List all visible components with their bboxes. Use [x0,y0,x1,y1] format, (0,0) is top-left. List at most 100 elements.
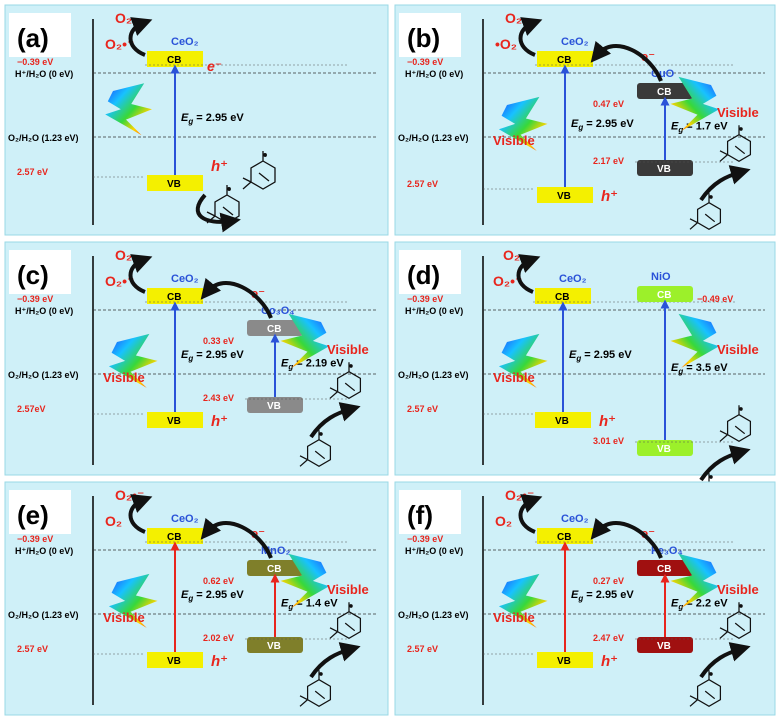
partner-vb-band [637,440,693,456]
oxidation-arrow [699,642,751,679]
o2-potential-label: O₂/H₂O (1.23 eV) [398,370,469,380]
pinene-molecule-icon [719,405,752,443]
radical-dot [709,195,713,199]
partner-cb-energy: 0.27 eV [593,576,624,586]
ceo2-cb-label: CB [557,55,571,66]
visible-left-label: Visible [103,370,145,385]
o2-top-label: O₂ [115,247,132,263]
partner-vb-label: VB [267,641,281,652]
partner-bandgap-label: Eg = 1.4 eV [281,598,338,612]
partner-vb-band [637,160,693,176]
pinene-molecule-icon [242,151,276,190]
ceo2-vb-energy: 2.57 eV [17,167,48,177]
partner-cb-band [637,83,693,99]
panel-b: (b)H⁺/H₂O (0 eV)O₂/H₂O (1.23 eV)CeO₂CB−0… [394,4,776,236]
partner-vb-energy: 2.47 eV [593,633,624,643]
panel-letter: (e) [17,500,49,530]
oxidation-arrow [309,642,361,679]
h-potential-label: H⁺/H₂O (0 eV) [15,306,73,316]
partner-cb-energy: −0.49 eV [697,294,733,304]
electron-transfer-arrow [200,277,273,319]
o2-reduction-arrow [518,17,543,57]
ceo2-bandgap-label: Eg = 2.95 eV [181,589,244,603]
h-potential-label: H⁺/H₂O (0 eV) [405,306,463,316]
lightning-icon [280,553,330,608]
ceo2-cb-band [147,288,203,304]
ceo2-name: CeO₂ [171,36,199,48]
partner-vb-label: VB [267,401,281,412]
panel-letter-box [9,490,71,534]
partner-cb-energy: 0.33 eV [203,336,234,346]
ceo2-vb-band [535,412,591,428]
ceo2-vb-label: VB [557,656,571,667]
partner-bandgap-label: Eg = 1.7 eV [671,121,728,135]
visible-left-label: Visible [493,610,535,625]
pinene-ring [719,405,752,443]
ceo2-bandgap-label: Eg = 2.95 eV [181,349,244,363]
radical-dot [349,604,353,608]
lightning-icon-shape [105,83,152,136]
ceo2-cb-energy: −0.39 eV [17,534,53,544]
pinene-ring [299,670,332,708]
ceo2-vb-band [537,652,593,668]
o2-reduction-arrow [518,494,543,534]
panel-c: (c)H⁺/H₂O (0 eV)O₂/H₂O (1.23 eV)CeO₂CB−0… [4,241,389,476]
partner-cb-label: CB [657,564,671,575]
o2-radical-label: O₂•⁻ [493,273,522,289]
ceo2-name: CeO₂ [559,273,587,285]
o2-radical-label: O₂ [105,513,122,529]
pinene-molecule-icon [689,193,722,231]
ceo2-name: CeO₂ [561,513,589,525]
lightning-icon [105,83,152,136]
h-potential-label: H⁺/H₂O (0 eV) [405,546,463,556]
lightning-icon [498,573,548,628]
visible-left-label: Visible [493,370,535,385]
partner-vb-label: VB [657,164,671,175]
o2-reduction-arrow [128,17,153,57]
ceo2-cb-band [535,288,591,304]
pinene-ring [719,602,752,640]
radical-dot [263,153,267,157]
pinene-ring [206,185,240,224]
ceo2-cb-label: CB [167,55,181,66]
lightning-icon-shape [670,313,720,368]
ceo2-vb-energy: 2.57 eV [17,644,48,654]
ceo2-cb-band [147,528,203,544]
o2-potential-label: O₂/H₂O (1.23 eV) [398,133,469,143]
partner-name: NiO [651,271,671,283]
ceo2-vb-band [147,652,203,668]
ceo2-cb-energy: −0.39 eV [407,57,443,67]
ceo2-cb-label: CB [167,292,181,303]
pinene-molecule-icon [299,670,332,708]
pinene-molecule-icon [689,670,722,708]
ceo2-cb-energy: −0.39 eV [17,294,53,304]
visible-left-label: Visible [493,133,535,148]
partner-vb-band [637,637,693,653]
pinene-ring [329,362,362,400]
oxidation-arrow [309,402,361,439]
hole-label: h⁺ [211,413,228,430]
ceo2-cb-band [537,528,593,544]
partner-cb-energy: 0.47 eV [593,99,624,109]
partner-vb-energy: 3.01 eV [593,436,624,446]
partner-cb-label: CB [267,564,281,575]
visible-right-label: Visible [717,342,759,357]
o2-potential-label: O₂/H₂O (1.23 eV) [398,610,469,620]
panel-a: (a)H⁺/H₂O (0 eV)O₂/H₂O (1.23 eV)CeO₂CB−0… [4,4,389,236]
pinene-ring [329,602,362,640]
hole-label: h⁺ [601,188,618,205]
ceo2-cb-band [537,51,593,67]
lightning-icon-shape [280,313,330,368]
radical-dot [709,475,713,479]
panel-letter: (f) [407,500,433,530]
radical-dot [319,432,323,436]
hole-label: h⁺ [211,158,228,175]
pinene-ring [689,670,722,708]
ceo2-vb-label: VB [555,416,569,427]
electron-label: e⁻ [207,58,222,74]
pinene-molecule-icon [206,185,240,224]
partner-bandgap-label: Eg = 2.2 eV [671,598,728,612]
lightning-icon [498,333,548,388]
ceo2-vb-energy: 2.57 eV [407,179,438,189]
